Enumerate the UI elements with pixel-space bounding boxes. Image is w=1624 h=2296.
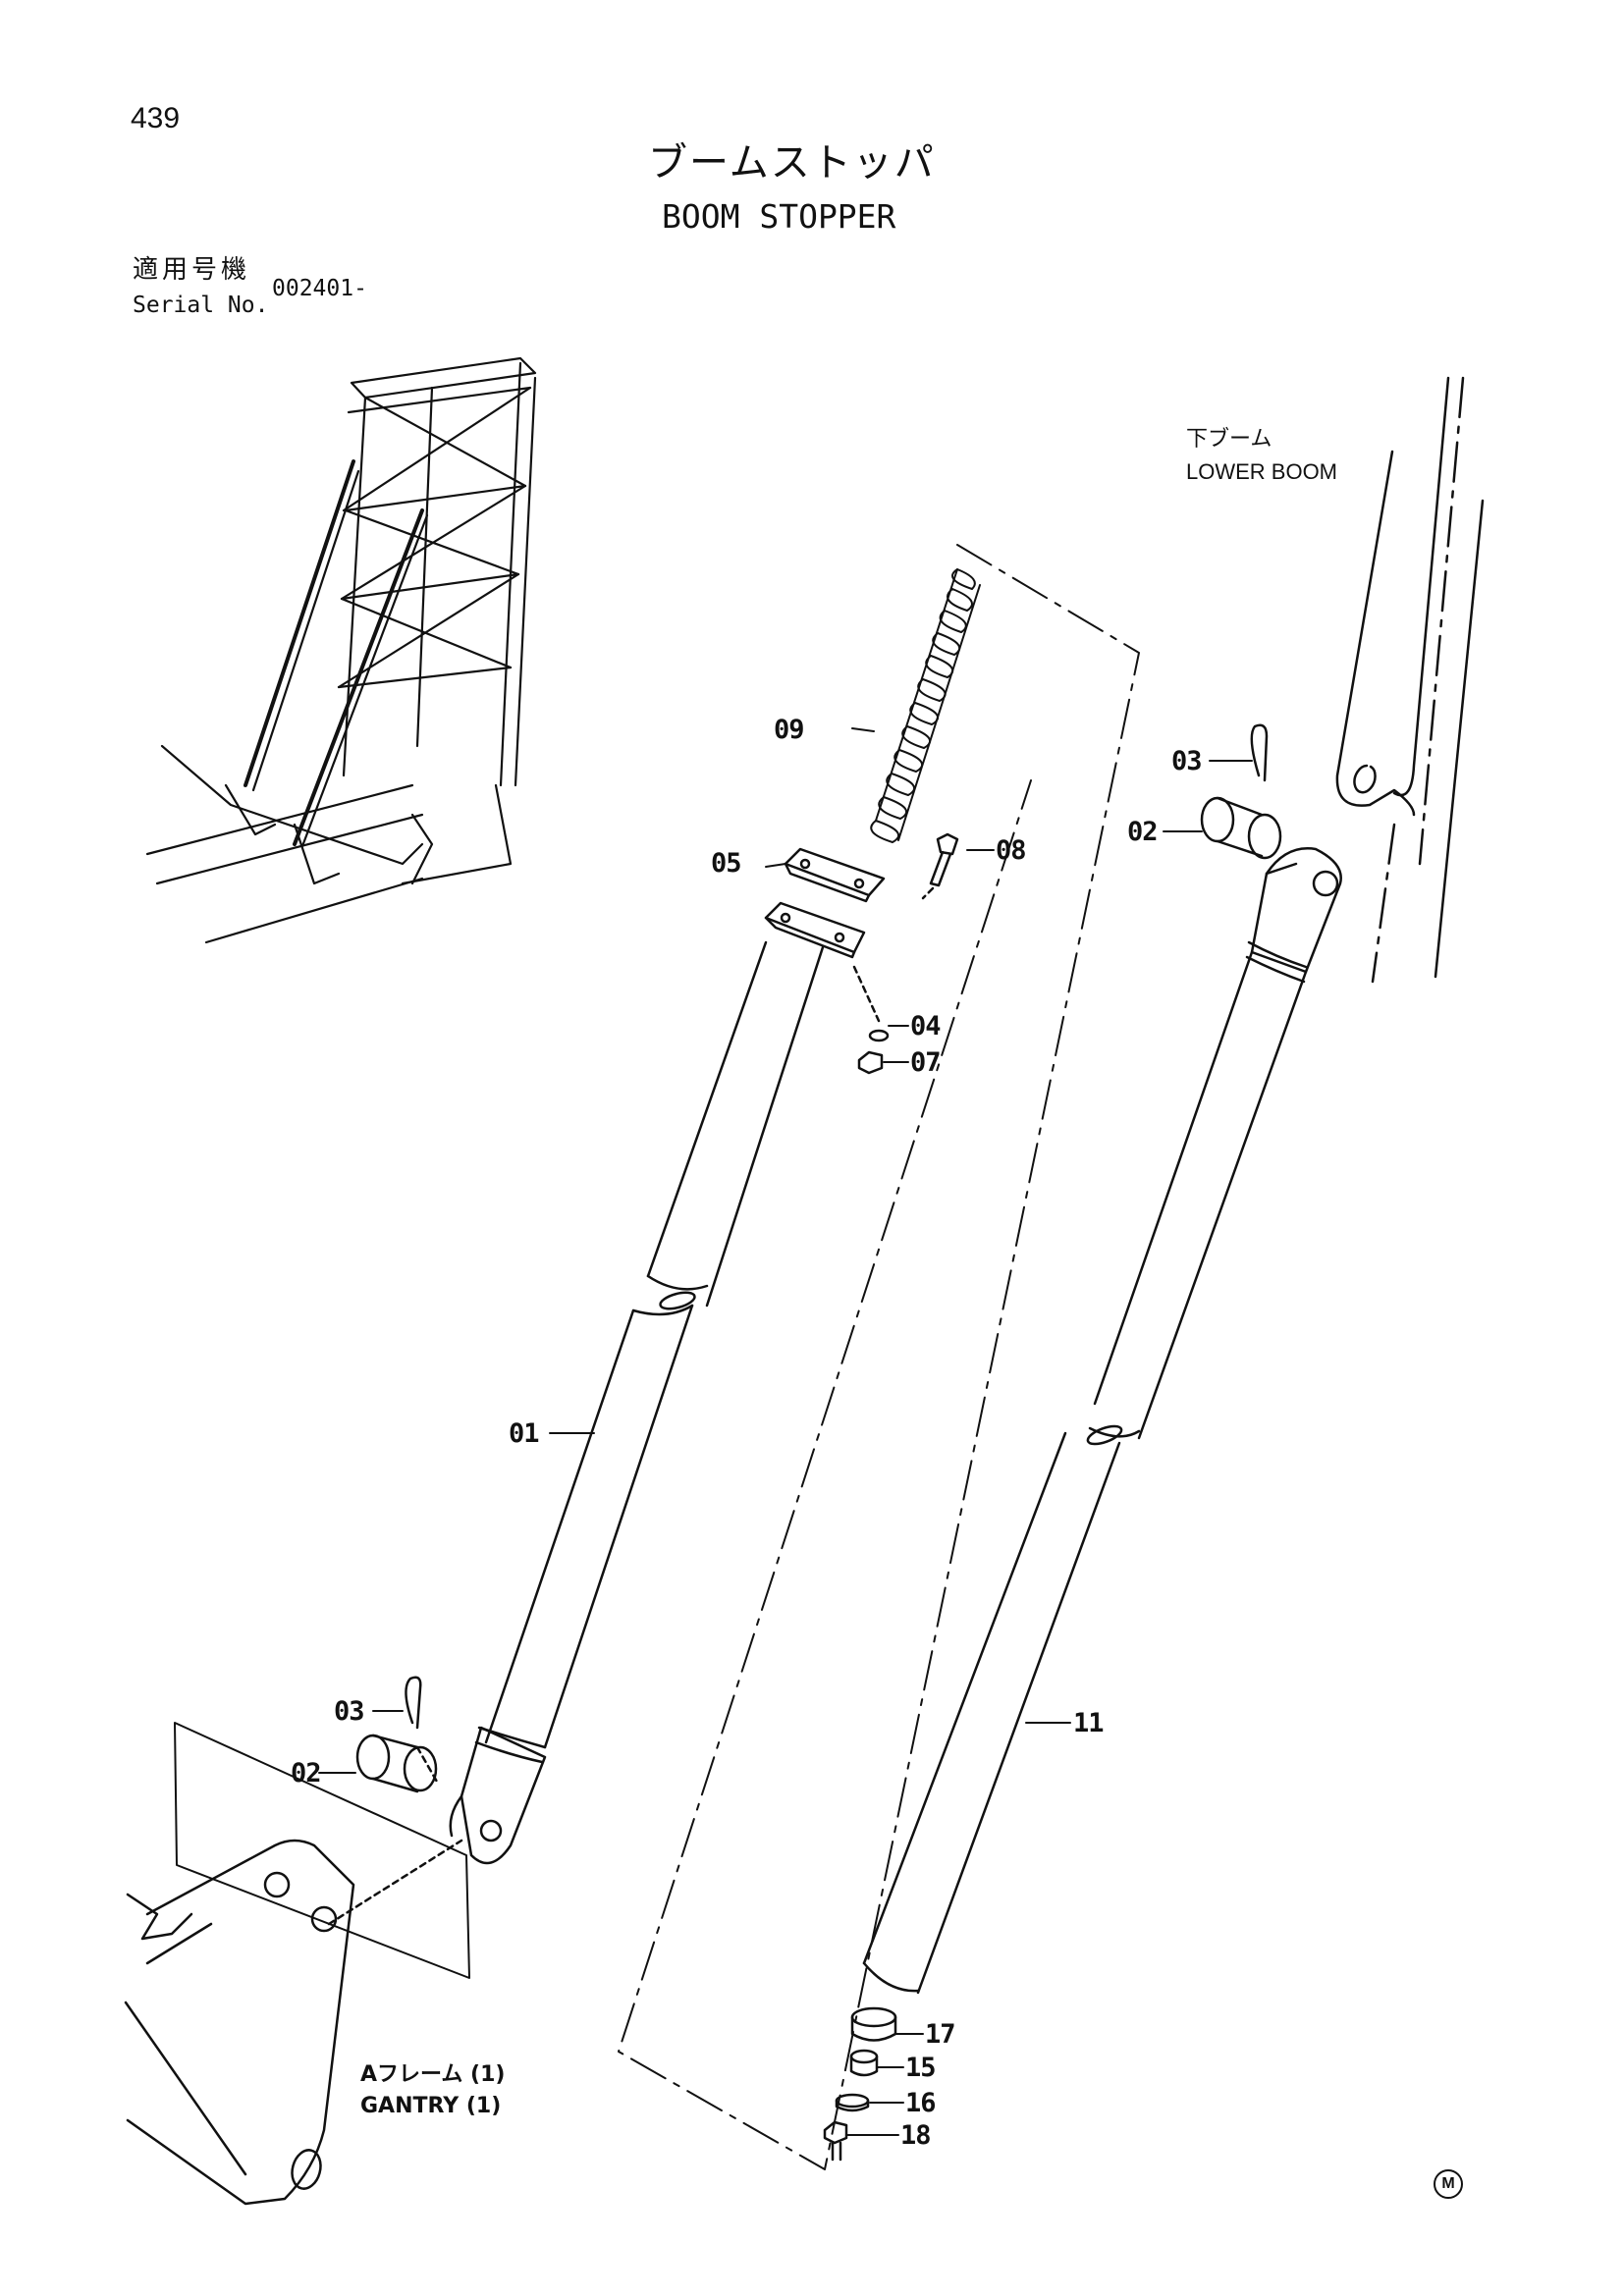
circled-m-mark: M	[1434, 2169, 1463, 2199]
lower-boom-illustration	[1335, 376, 1485, 984]
flange-plates	[764, 847, 886, 959]
pin-02-cotter-03-upper	[1200, 723, 1282, 860]
serial-label-english: Serial No.	[133, 293, 269, 318]
washer-04-nut-07	[852, 965, 890, 1075]
lower-boom-label-jp: 下ブーム	[1186, 426, 1272, 451]
callout-16: 16	[905, 2088, 937, 2118]
leader-lines	[318, 727, 1253, 2136]
callout-02-lower: 02	[291, 1758, 322, 1789]
callout-01: 01	[509, 1418, 540, 1449]
assembly-boundary	[618, 544, 1140, 2170]
bottom-parts	[823, 2006, 897, 2162]
gantry-label-jp: Aフレーム (1)	[360, 2062, 506, 2087]
callout-03-lower: 03	[334, 1696, 365, 1727]
callout-04: 04	[910, 1011, 942, 1041]
gantry-label-en: GANTRY (1)	[360, 2094, 502, 2118]
callout-05: 05	[711, 848, 742, 879]
title-japanese: ブームストッパ	[648, 140, 936, 186]
callout-07: 07	[910, 1047, 942, 1078]
title-english: BOOM STOPPER	[662, 197, 896, 236]
callout-11: 11	[1073, 1708, 1105, 1738]
callout-17: 17	[925, 2019, 956, 2050]
lower-boom-label-en: LOWER BOOM	[1186, 459, 1338, 484]
serial-label-japanese: 適用号機	[133, 255, 251, 285]
callout-08: 08	[996, 835, 1027, 866]
page-number: 439	[131, 102, 181, 134]
callout-03-upper: 03	[1171, 746, 1203, 776]
crane-inset-illustration	[145, 356, 537, 944]
spring-09	[870, 568, 981, 843]
callout-02-upper: 02	[1127, 817, 1159, 847]
pin-02-cotter-03-lower	[355, 1676, 439, 1793]
callout-09: 09	[774, 715, 805, 745]
stopper-tube-11	[862, 847, 1342, 1995]
bolt-08	[921, 832, 959, 900]
stopper-tube-01	[449, 940, 825, 1865]
callout-18: 18	[900, 2120, 932, 2151]
callout-15: 15	[905, 2053, 937, 2083]
gantry-illustration	[124, 1722, 470, 2206]
serial-number-value: 002401-	[272, 276, 367, 301]
